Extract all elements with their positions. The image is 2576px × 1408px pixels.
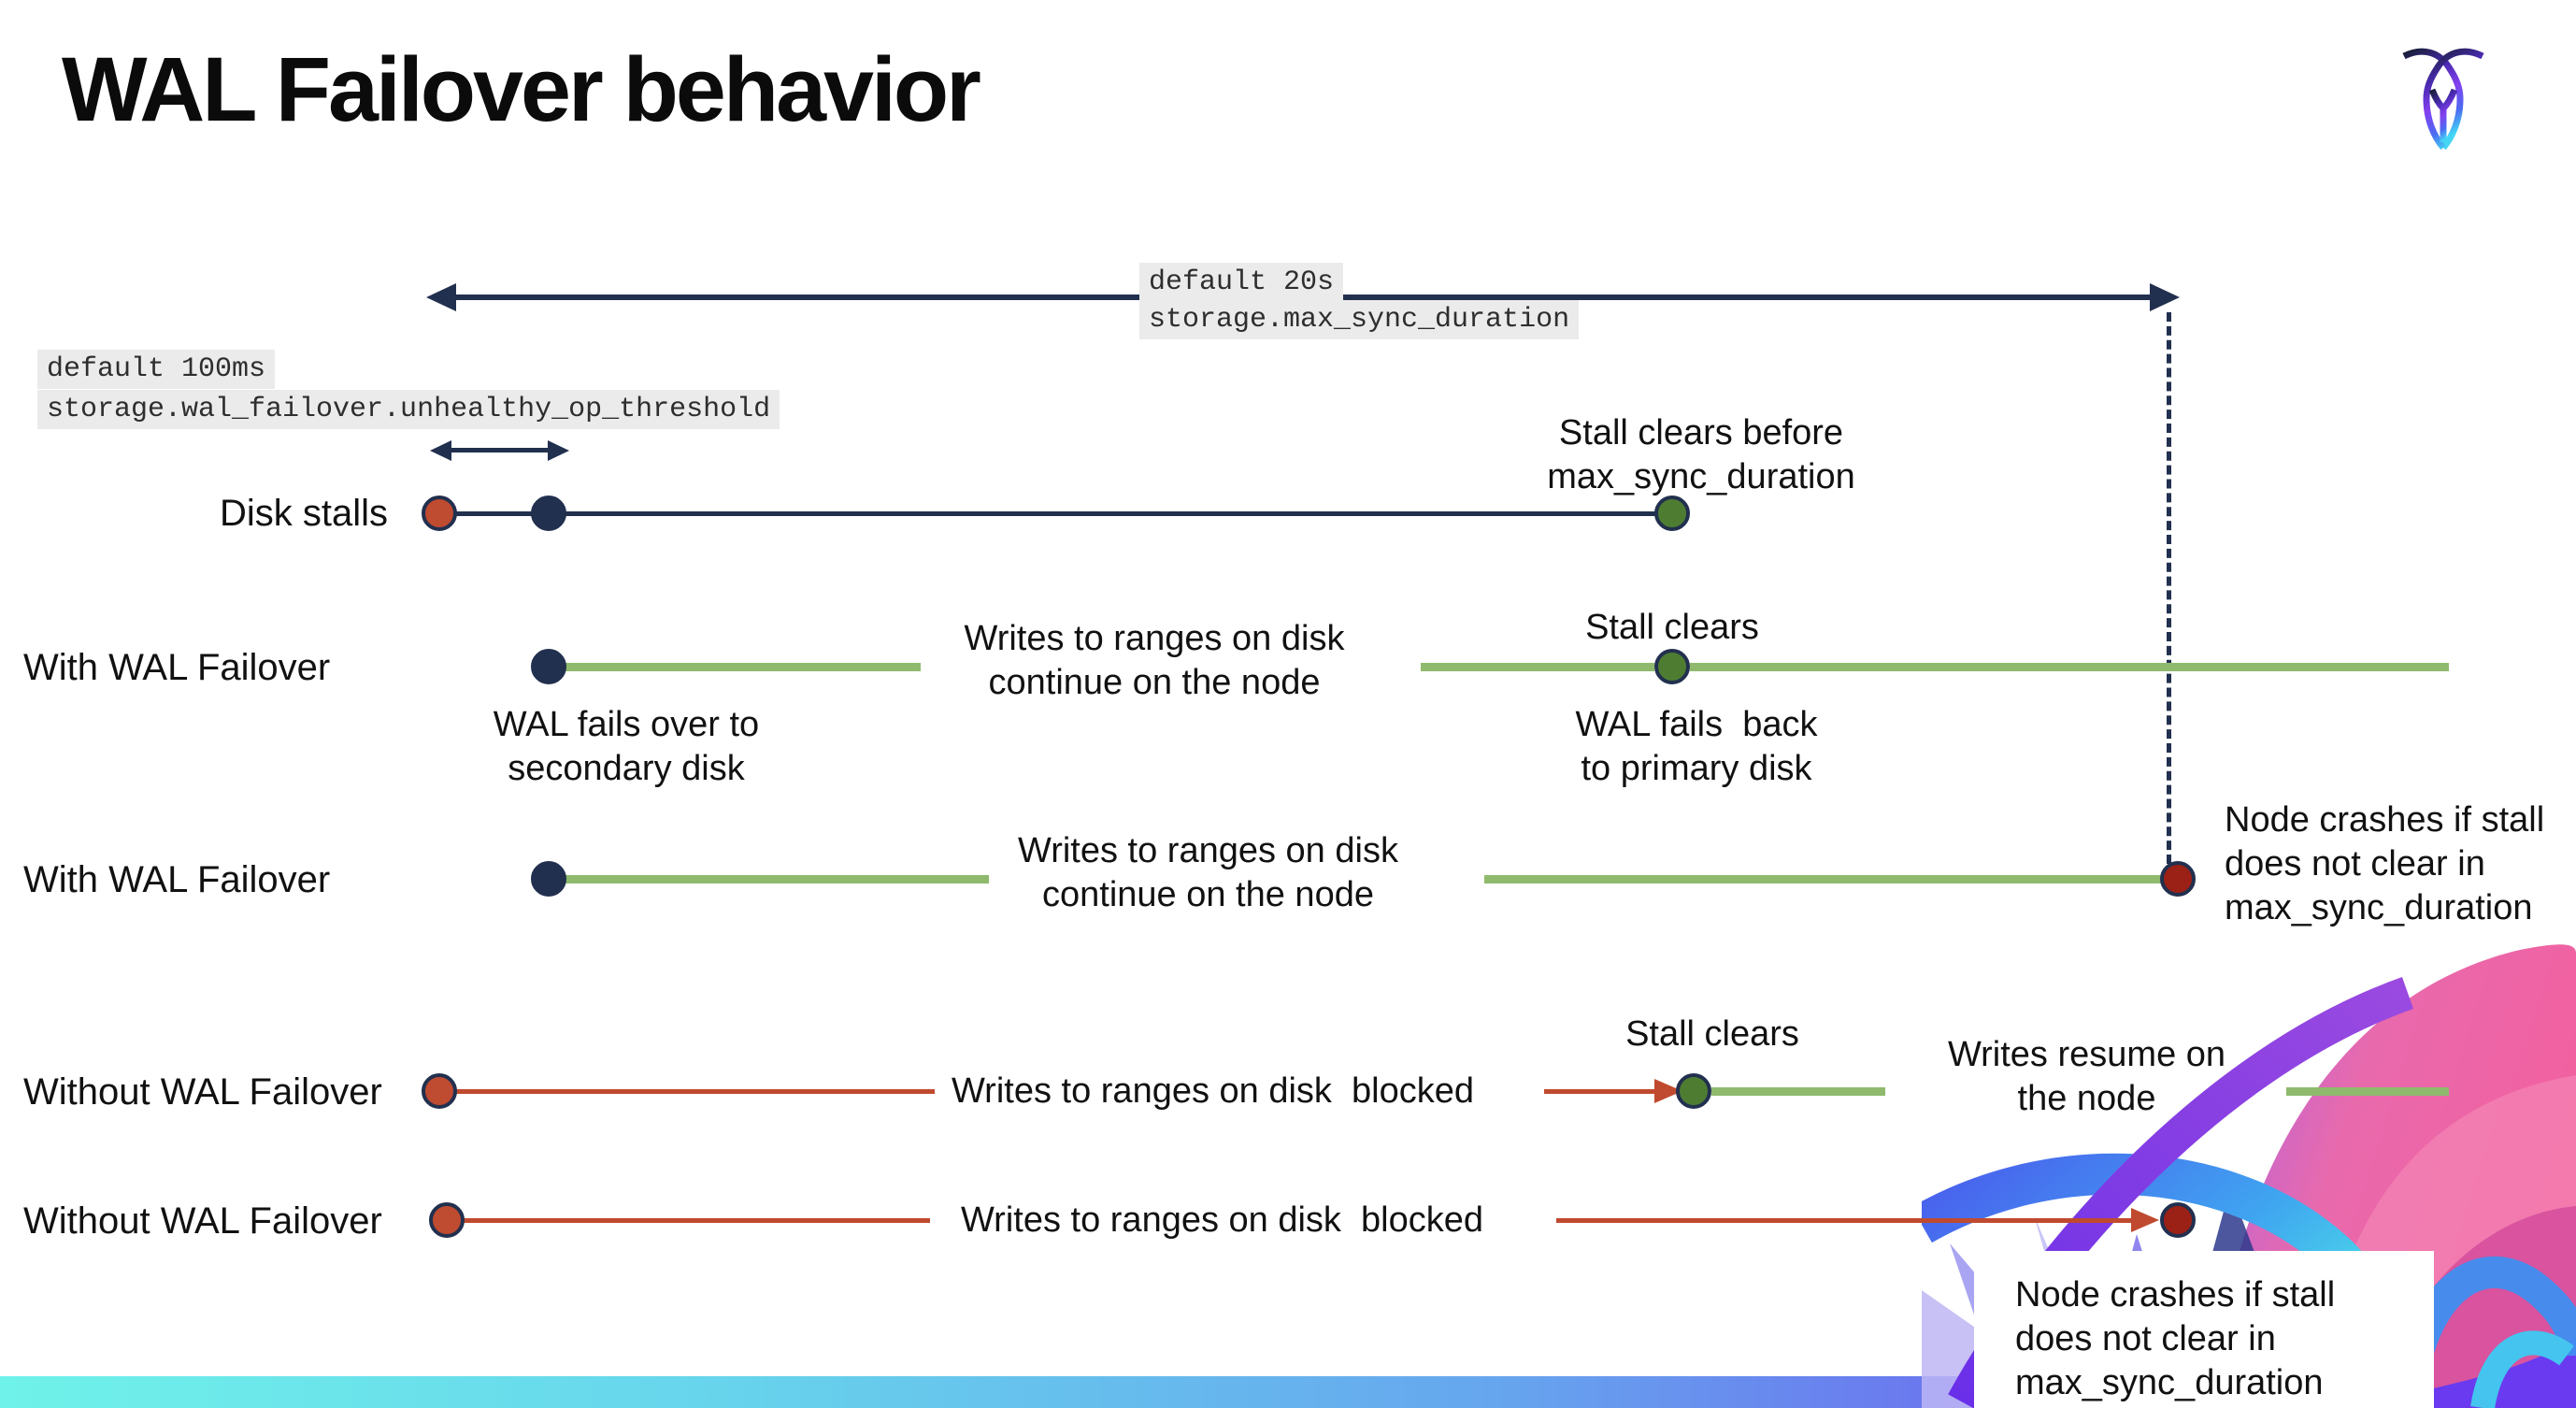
threshold-setting-label: storage.wal_failover.unhealthy_op_thresh… xyxy=(37,390,780,429)
writes-blocked-note: Writes to ranges on disk blocked xyxy=(952,1071,1475,1111)
arrowhead-left-icon xyxy=(426,283,456,311)
wal-fails-back-note: WAL fails back to primary disk xyxy=(1575,705,1818,788)
stall-clears-dot xyxy=(1676,1073,1711,1109)
row-label-disk-stalls: Disk stalls xyxy=(219,493,388,534)
node-crash-dot xyxy=(2160,1202,2196,1238)
row-label-with-wal-failover: With WAL Failover xyxy=(23,859,331,900)
stall-clears-note: Stall clears xyxy=(1585,608,1759,647)
timeline-line xyxy=(455,511,532,516)
stall-clears-note: Stall clears xyxy=(1625,1014,1799,1054)
writes-continue-line xyxy=(1421,663,1654,671)
small-arrowhead-left-icon xyxy=(430,440,451,461)
threshold-arrow-line xyxy=(447,448,551,453)
writes-continue-line xyxy=(1690,663,2449,671)
writes-resume-line xyxy=(1711,1087,1885,1096)
disk-stall-start-dot xyxy=(422,1073,457,1109)
writes-blocked-line xyxy=(456,1089,935,1094)
wal-failover-dot xyxy=(531,649,566,684)
node-crashes-callout-box: Node crashes if stall does not clear in … xyxy=(1974,1251,2434,1408)
node-crash-dot xyxy=(2160,861,2196,897)
stall-clears-dot xyxy=(1654,496,1690,531)
threshold-default-label: default 100ms xyxy=(37,350,276,389)
wal-failover-dot xyxy=(531,861,566,897)
cockroachdb-logo-icon xyxy=(2397,41,2490,155)
page-title: WAL Failover behavior xyxy=(62,38,981,140)
writes-continue-line xyxy=(563,875,989,884)
row-label-without-wal-failover: Without WAL Failover xyxy=(23,1071,382,1113)
disk-stall-start-dot xyxy=(429,1202,465,1238)
max-sync-deadline-dashed-line xyxy=(2167,312,2171,864)
blocked-arrow-line xyxy=(1544,1089,1656,1094)
wal-fails-over-note: WAL fails over to secondary disk xyxy=(493,705,760,788)
writes-blocked-note: Writes to ranges on disk blocked xyxy=(961,1200,1484,1240)
arrowhead-right-icon xyxy=(2150,283,2180,311)
writes-continue-line xyxy=(1484,875,2161,884)
max-sync-default-label: default 20s xyxy=(1139,263,1344,302)
timeline-line xyxy=(565,511,1656,516)
writes-continue-line xyxy=(563,663,921,671)
small-arrowhead-right-icon xyxy=(548,440,569,461)
node-crashes-note: Node crashes if stall does not clear in … xyxy=(2015,1275,2336,1402)
writes-continue-note: Writes to ranges on disk continue on the… xyxy=(964,619,1345,702)
stall-clears-before-note: Stall clears before max_sync_duration xyxy=(1547,413,1855,496)
blocked-arrow-line xyxy=(1556,1218,2134,1223)
writes-resume-line xyxy=(2286,1087,2449,1096)
max-sync-setting-label: storage.max_sync_duration xyxy=(1139,300,1580,339)
disk-stall-start-dot xyxy=(422,496,457,531)
writes-blocked-line xyxy=(463,1218,930,1223)
row-label-with-wal-failover: With WAL Failover xyxy=(23,647,331,688)
writes-resume-note: Writes resume on the node xyxy=(1947,1035,2226,1118)
stall-clears-dot xyxy=(1654,649,1690,684)
failover-threshold-dot xyxy=(531,496,566,531)
node-crashes-note: Node crashes if stall does not clear in … xyxy=(2225,800,2545,927)
red-arrowhead-icon xyxy=(2131,1208,2159,1232)
row-label-without-wal-failover: Without WAL Failover xyxy=(23,1200,382,1242)
writes-continue-note: Writes to ranges on disk continue on the… xyxy=(1018,831,1398,914)
